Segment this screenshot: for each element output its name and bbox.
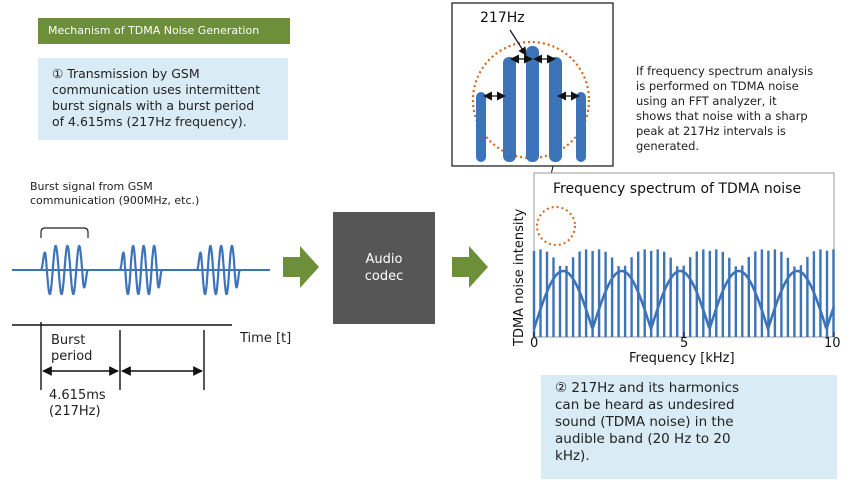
burst-wave xyxy=(119,244,163,296)
burst-wave xyxy=(196,244,241,296)
zoom-peak xyxy=(576,92,586,162)
audio-codec-block: Audio codec xyxy=(333,212,435,324)
fft-explanation: If frequency spectrum analysis is perfor… xyxy=(636,64,814,153)
page-title: Mechanism of TDMA Noise Generation xyxy=(38,18,290,44)
note-line: sound (TDMA noise) in the xyxy=(555,414,734,430)
note-line: can be heard as undesired xyxy=(555,397,735,413)
spectrum-tick-label: 10 xyxy=(824,336,841,351)
note-line: burst signals with a burst period xyxy=(52,98,255,113)
zoom-label: 217Hz xyxy=(480,10,525,26)
zoom-peak xyxy=(526,46,539,162)
note-transmission: ① Transmission by GSM communication uses… xyxy=(38,58,288,140)
zoom-peak xyxy=(503,57,516,162)
zoom-content: 217Hz xyxy=(471,10,591,162)
spectrum-ylabel: TDMA noise intensity xyxy=(512,208,527,347)
burst-signal-label: Burst signal from GSM communication (900… xyxy=(30,180,200,207)
burst-brace xyxy=(40,227,89,238)
burst-period-label: Burst period xyxy=(51,333,93,364)
spectrum-ticks: 0 5 10 xyxy=(530,332,841,351)
flow-arrow-icon xyxy=(283,246,319,288)
zoom-spacing-arrow xyxy=(509,29,527,56)
note-line: ② 217Hz and its harmonics xyxy=(555,380,740,396)
spectrum-title: Frequency spectrum of TDMA noise xyxy=(553,181,801,197)
spectrum-xlabel: Frequency [kHz] xyxy=(629,351,735,366)
spectrum-highlight-circle xyxy=(536,206,576,246)
note-line: kHz). xyxy=(555,448,590,464)
zoom-peak xyxy=(549,57,562,162)
burst-wave xyxy=(40,244,89,296)
zoom-peak xyxy=(476,92,486,162)
note-line: ① Transmission by GSM xyxy=(52,66,200,81)
burst-period-value: 4.615ms (217Hz) xyxy=(49,388,106,419)
note-marker: ① xyxy=(52,66,64,81)
note-line: audible band (20 Hz to 20 xyxy=(555,431,731,447)
flow-arrow-icon xyxy=(452,246,488,288)
note-harmonics: ② 217Hz and its harmonics can be heard a… xyxy=(541,375,837,479)
spectrum-envelope xyxy=(532,269,836,334)
spectrum-tick-label: 5 xyxy=(680,336,688,351)
time-axis-label: Time [t] xyxy=(240,331,292,346)
spectrum-tick-label: 0 xyxy=(530,336,538,351)
note-marker: ② xyxy=(555,380,568,396)
note-line: communication uses intermittent xyxy=(52,82,261,97)
note-line: of 4.615ms (217Hz frequency). xyxy=(52,114,247,129)
